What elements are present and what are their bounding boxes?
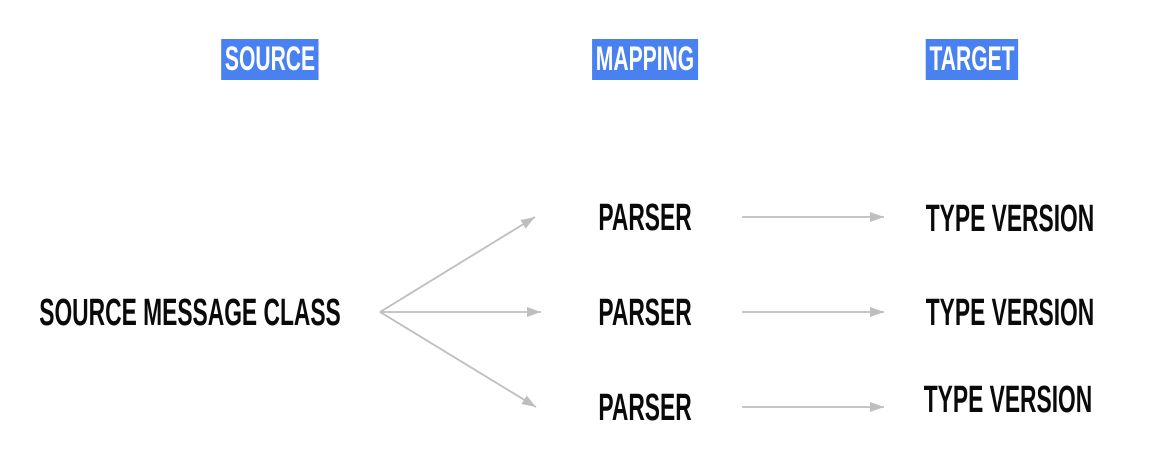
type-version-node-bottom: TYPE VERSION (923, 379, 1093, 421)
fan-arrow-top-icon (379, 216, 536, 313)
source-message-class-node: SOURCE MESSAGE CLASS (39, 292, 341, 334)
column-header-mapping: MAPPING (592, 39, 698, 81)
type-version-node-top: TYPE VERSION (925, 198, 1095, 240)
parser-node-middle: PARSER (598, 292, 692, 334)
fan-arrow-bottom-icon (379, 311, 537, 408)
type-version-node-middle: TYPE VERSION (925, 292, 1095, 334)
column-header-target: TARGET (925, 39, 1019, 81)
parser-node-bottom: PARSER (598, 387, 692, 429)
parser-node-top: PARSER (598, 197, 692, 239)
column-header-source: SOURCE (221, 39, 319, 81)
